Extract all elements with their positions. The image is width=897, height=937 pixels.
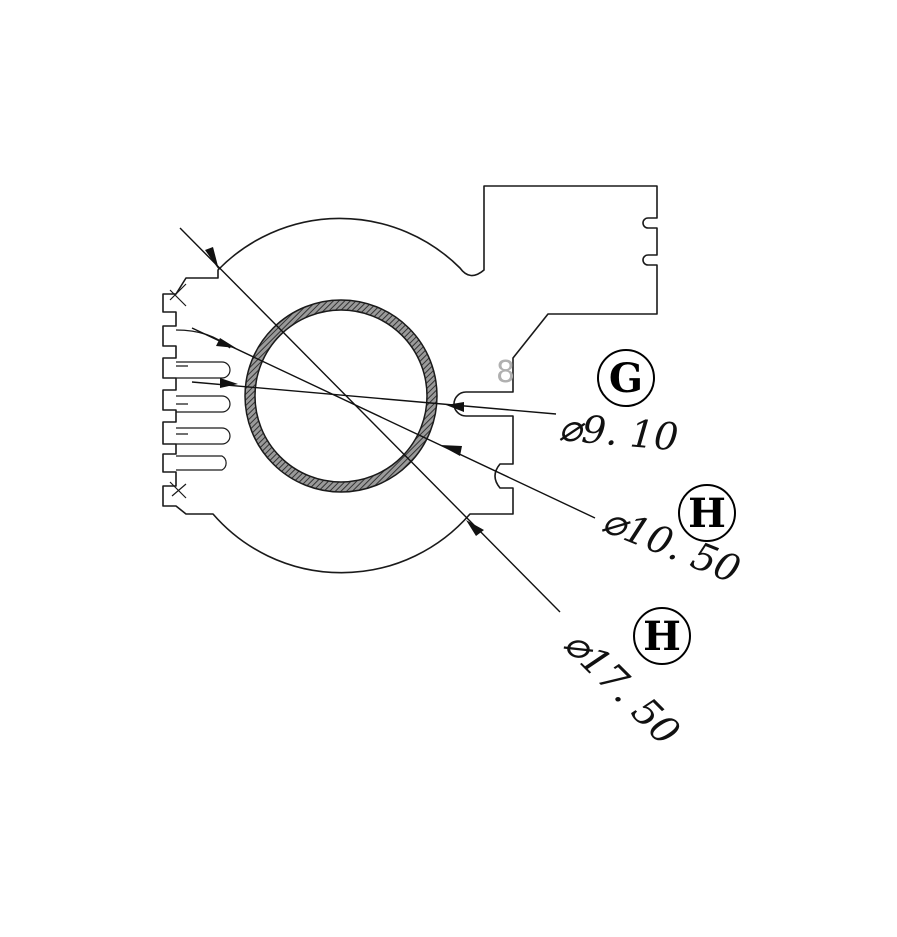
tag-bubble-1: G	[597, 349, 655, 407]
svg-text:G: G	[609, 355, 643, 402]
dimension-label-1: ⌀9. 10	[557, 405, 680, 459]
pin-mark: 8	[496, 355, 515, 390]
core-bore	[254, 309, 428, 483]
svg-text:H: H	[643, 613, 681, 660]
bobbin-outline	[162, 185, 658, 574]
tag-bubble-3: H	[633, 607, 691, 665]
comb-slots	[169, 283, 231, 499]
dimension-leaders	[179, 227, 596, 613]
tag-bubble-2: H	[678, 484, 736, 542]
svg-text:H: H	[688, 490, 726, 537]
